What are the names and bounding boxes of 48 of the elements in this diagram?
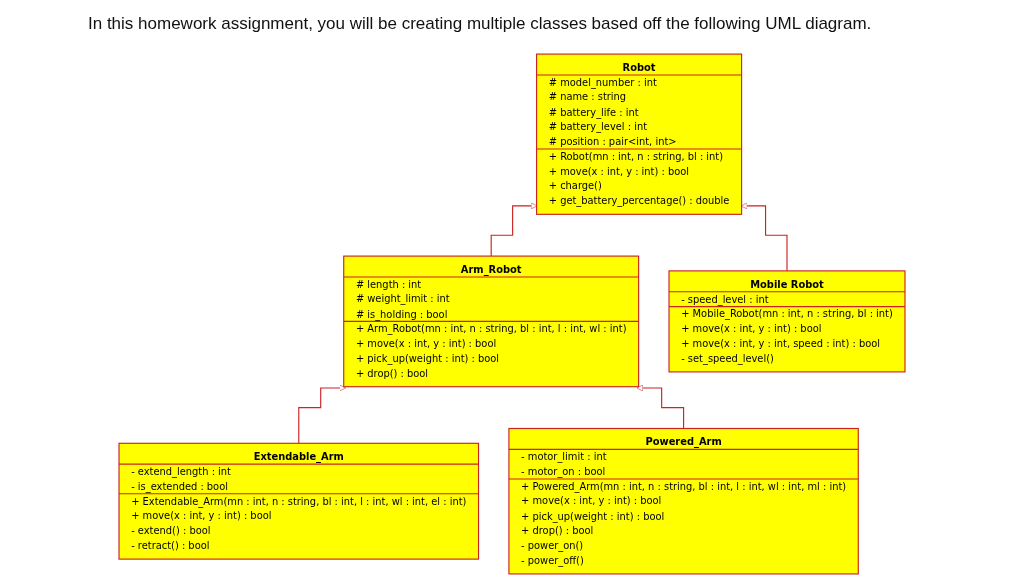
attribute: # is_holding : bool <box>355 307 449 322</box>
method: - extend() : bool <box>131 523 212 539</box>
attribute: # model_number : int <box>548 75 658 90</box>
method: + Mobile_Robot(mn : int, n : string, bl : int) <box>681 307 893 322</box>
inheritance-arrow <box>636 384 685 430</box>
attribute: - motor_on : bool <box>521 464 607 479</box>
method: - retract() : bool <box>131 538 211 554</box>
method: + get_battery_percentage() : double <box>548 193 730 209</box>
method: + Powered_Arm(mn : int, n : string, bl : int, l : int, wl : int, ml : int) <box>521 479 847 494</box>
attribute: - extend_length : int <box>131 464 232 479</box>
method: + move(x : int, y : int) : bool <box>355 336 498 351</box>
attribute: - motor_limit : int <box>521 449 608 465</box>
class-box <box>536 53 743 215</box>
class-name: Robot <box>621 60 657 75</box>
class-box <box>118 442 480 560</box>
method: + Arm_Robot(mn : int, n : string, bl : int, l : int, wl : int) <box>355 321 627 337</box>
inheritance-arrow <box>298 384 346 444</box>
method: + move(x : int, y : int) : bool <box>131 509 273 524</box>
class-box <box>343 255 640 388</box>
method: + move(x : int, y : int) : bool <box>521 494 663 509</box>
attribute: - speed_level : int <box>681 292 770 307</box>
class-name: Extendable_Arm <box>252 449 345 465</box>
method: + charge() <box>548 179 603 194</box>
class-name: Mobile Robot <box>749 277 825 292</box>
attribute: # name : string <box>548 90 628 105</box>
method: + move(x : int, y : int) : bool <box>681 321 823 337</box>
attribute: # position : pair<int, int> <box>548 134 678 149</box>
method: + Robot(mn : int, n : string, bl : int) <box>548 149 725 164</box>
attribute: # battery_level : int <box>548 119 649 135</box>
method: + pick_up(weight : int) : bool <box>521 509 666 524</box>
attribute: # length : int <box>355 277 423 292</box>
class-name: Arm_Robot <box>459 262 523 277</box>
method: - set_speed_level() <box>681 351 775 366</box>
method: - power_off() <box>521 553 585 568</box>
method: + drop() : bool <box>521 523 595 539</box>
method: + move(x : int, y : int, speed : int) : bool <box>681 336 882 351</box>
title: In this homework assignment, you will be creating multiple classes based off the following UML diagram. <box>88 14 872 34</box>
attribute: # weight_limit : int <box>355 292 451 307</box>
method: + move(x : int, y : int) : bool <box>548 164 691 179</box>
method: + drop() : bool <box>355 366 430 381</box>
attribute: - is_extended : bool <box>131 479 229 494</box>
class-box <box>508 427 859 575</box>
method: - power_on() <box>521 538 585 554</box>
method: + Extendable_Arm(mn : int, n : string, bl : int, l : int, wl : int, el : int) <box>131 494 467 509</box>
class-box <box>668 270 906 373</box>
class-name: Powered_Arm <box>644 435 723 450</box>
method: + pick_up(weight : int) : bool <box>355 351 501 366</box>
attribute: # battery_life : int <box>548 105 640 120</box>
